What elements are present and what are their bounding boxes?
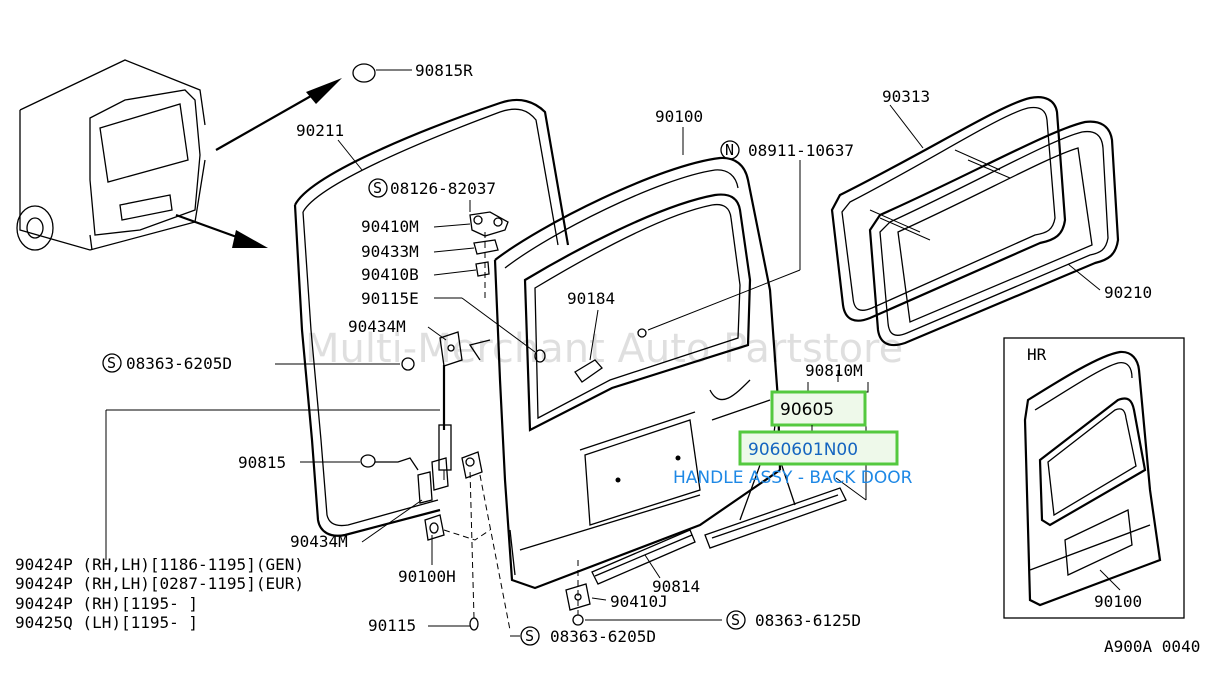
inset-part-90100: 90100 [1094,592,1142,611]
part-label-90605[interactable]: 90605 [780,400,834,420]
label-90100: 90100 [655,107,703,126]
n-mark-letter: N [725,141,734,159]
label-90434m-upper: 90434M [348,317,406,336]
highlight-box-90605[interactable] [770,390,867,427]
plug-90815 [360,454,376,468]
bracket-90410j [565,560,591,626]
label-90814: 90814 [652,577,700,596]
finisher-90814 [591,529,696,585]
label-08911-10637: 08911-10637 [748,141,854,160]
weatherstrip-90211 [293,98,570,537]
diagram-code: A900A 0040 [1104,637,1200,656]
s-mark-2-letter: S [107,354,116,372]
watermark: Multi-Merchant Auto Partstore [305,326,903,372]
highlight-caption: HANDLE ASSY - BACK DOOR [673,468,913,488]
s-mark-3 [520,626,540,646]
label-90815r: 90815R [415,61,473,80]
s-mark-1 [368,178,388,198]
bolt-08363-6205d-left [401,357,415,371]
s-mark-3-letter: S [525,627,534,645]
fitment-line-1: 90424P (RH,LH)[1186-1195](GEN) [15,555,304,574]
weatherstrip-90210 [868,120,1120,347]
label-90410b: 90410B [361,265,419,284]
van-illustration [16,59,206,251]
inset-label: HR [1027,345,1047,364]
back-door-90100 [468,156,782,590]
label-90100h: 90100H [398,567,456,586]
label-90433m: 90433M [361,242,419,261]
label-08126-82037: 08126-82037 [390,179,496,198]
label-08363-6205d-left: 08363-6205D [126,354,232,373]
hinge-upper-90434m [439,331,463,367]
hinge-lower [417,451,483,504]
label-90815: 90815 [238,453,286,472]
bumper-90100h [424,514,445,541]
label-08363-6125d: 08363-6125D [755,611,861,630]
hinge-bolt-90410m [469,211,509,237]
part-90184 [574,359,603,383]
reference-arrows [175,78,342,248]
pin-90115 [469,617,479,631]
glass-90313 [830,96,1067,322]
s-mark-4 [726,610,746,630]
label-90211: 90211 [296,121,344,140]
n-mark [720,140,740,160]
s-mark-2 [102,353,122,373]
fitment-notes: 90424P (RH,LH)[1186-1195](GEN) 90424P (R… [15,555,304,632]
hinge-plate-90433m [473,239,499,255]
inset-hr: HR 90100 [1003,337,1185,619]
bolt-90410b [475,261,490,277]
fitment-line-2: 90424P (RH,LH)[0287-1195](EUR) [15,574,304,593]
label-90410m: 90410M [361,217,419,236]
gas-stay [438,365,452,480]
highlight-part-number[interactable]: 9060601N00 [748,440,858,460]
label-90115e: 90115E [361,289,419,308]
label-90410j: 90410J [610,592,668,611]
label-08363-6205d-bottom: 08363-6205D [550,627,656,646]
label-90115: 90115 [368,616,416,635]
highlight-box-part-number[interactable] [738,430,899,466]
plug-90815r [352,63,376,83]
fitment-line-3: 90424P (RH)[1195- ] [15,594,198,613]
label-90210: 90210 [1104,283,1152,302]
s-mark-1-letter: S [373,179,382,197]
label-90184: 90184 [567,289,615,308]
fitment-line-4: 90425Q (LH)[1195- ] [15,613,198,632]
label-90313: 90313 [882,87,930,106]
label-90434m-lower: 90434M [290,532,348,551]
label-90810m: 90810M [805,361,863,380]
s-mark-4-letter: S [731,611,740,629]
